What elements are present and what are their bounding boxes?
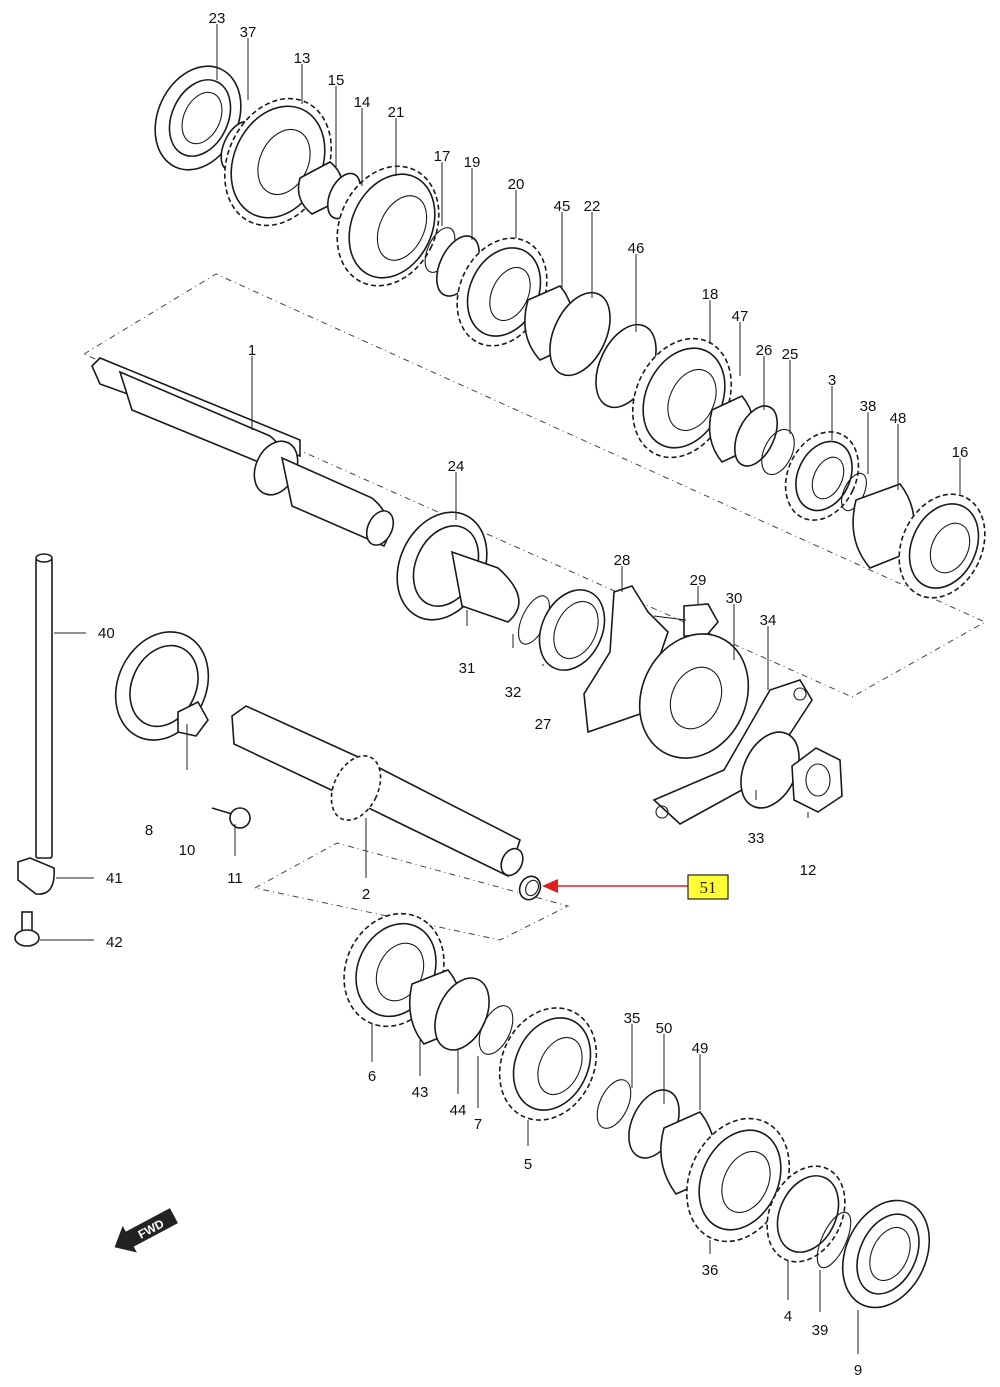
callout-label-19: 19	[464, 154, 481, 171]
washer-26	[734, 405, 778, 467]
callout-label-31: 31	[459, 660, 476, 677]
circlip-38	[841, 472, 867, 512]
bearing-23	[154, 65, 242, 171]
stopper-10	[177, 700, 209, 737]
callout-label-33: 33	[748, 830, 765, 847]
nut-12	[791, 747, 843, 813]
drive-shaft-2	[231, 705, 524, 878]
callout-label-45: 45	[554, 198, 571, 215]
callout-label-43: 43	[412, 1084, 429, 1101]
callout-label-10: 10	[179, 842, 196, 859]
callout-label-48: 48	[890, 410, 907, 427]
circlip-35	[596, 1079, 632, 1129]
highlight-label: 51	[700, 878, 717, 897]
callout-label-15: 15	[328, 72, 345, 89]
lock-washer-22	[549, 291, 611, 377]
collar-31	[450, 550, 520, 623]
callout-label-40: 40	[98, 625, 115, 642]
callout-label-47: 47	[732, 308, 749, 325]
countershaft-1	[91, 357, 395, 548]
callout-label-37: 37	[240, 24, 257, 41]
callout-label-25: 25	[782, 346, 799, 363]
callout-label-2: 2	[362, 886, 370, 903]
circlip-25	[761, 428, 795, 476]
callout-label-46: 46	[628, 240, 645, 257]
callout-label-39: 39	[812, 1322, 829, 1339]
screw-11	[211, 807, 251, 829]
callout-label-16: 16	[952, 444, 969, 461]
dashed-group-driveshaft	[253, 842, 570, 941]
callout-label-18: 18	[702, 286, 719, 303]
callout-label-7: 7	[474, 1116, 482, 1133]
callout-label-35: 35	[624, 1010, 641, 1027]
gear-3	[784, 431, 860, 521]
highlight-pointer-head	[542, 879, 558, 893]
callout-label-38: 38	[860, 398, 877, 415]
callout-label-17: 17	[434, 148, 451, 165]
circlip-39	[816, 1211, 852, 1269]
callout-label-1: 1	[248, 342, 256, 359]
callout-label-41: 41	[106, 870, 123, 887]
oil-seal-27	[538, 589, 606, 671]
callout-label-30: 30	[726, 590, 743, 607]
callout-label-6: 6	[368, 1068, 376, 1085]
callout-label-5: 5	[524, 1156, 532, 1173]
gear-21	[336, 165, 440, 287]
callout-label-23: 23	[209, 10, 226, 27]
callout-label-22: 22	[584, 198, 601, 215]
callout-label-26: 26	[756, 342, 773, 359]
fwd-arrow-icon: FWD	[114, 1208, 178, 1253]
bearing-9	[841, 1199, 931, 1309]
callout-label-42: 42	[106, 934, 123, 951]
callout-label-8: 8	[145, 822, 153, 839]
callout-label-36: 36	[702, 1262, 719, 1279]
callout-label-27: 27	[535, 716, 552, 733]
shaft-rod-40	[35, 553, 53, 859]
callout-label-12: 12	[800, 862, 817, 879]
callout-label-4: 4	[784, 1308, 792, 1325]
gear-36	[685, 1117, 791, 1243]
needle-bearing-51	[518, 875, 542, 901]
callout-label-13: 13	[294, 50, 311, 67]
callout-label-3: 3	[828, 372, 836, 389]
callout-label-20: 20	[508, 176, 525, 193]
callout-label-44: 44	[450, 1102, 467, 1119]
gear-18	[631, 337, 733, 459]
callout-label-32: 32	[505, 684, 522, 701]
callout-label-21: 21	[388, 104, 405, 121]
callout-label-24: 24	[448, 458, 465, 475]
callout-label-9: 9	[854, 1362, 862, 1379]
callout-label-50: 50	[656, 1020, 673, 1037]
bearing-8	[114, 631, 210, 741]
callout-label-49: 49	[692, 1040, 709, 1057]
sprocket-30	[638, 633, 750, 759]
gear-5	[498, 1007, 598, 1121]
callout-label-14: 14	[354, 94, 371, 111]
chain-34	[652, 679, 813, 825]
callout-label-28: 28	[614, 552, 631, 569]
highlight-label-box	[687, 874, 729, 900]
bolt-29	[653, 603, 719, 637]
callout-label-11: 11	[227, 870, 243, 887]
callout-label-29: 29	[690, 572, 707, 589]
circlip-7	[478, 1005, 514, 1055]
screw-42	[14, 911, 40, 947]
gear-4	[766, 1165, 846, 1263]
gear-16	[898, 493, 986, 599]
stopper-41	[17, 857, 55, 895]
callout-label-34: 34	[760, 612, 777, 629]
